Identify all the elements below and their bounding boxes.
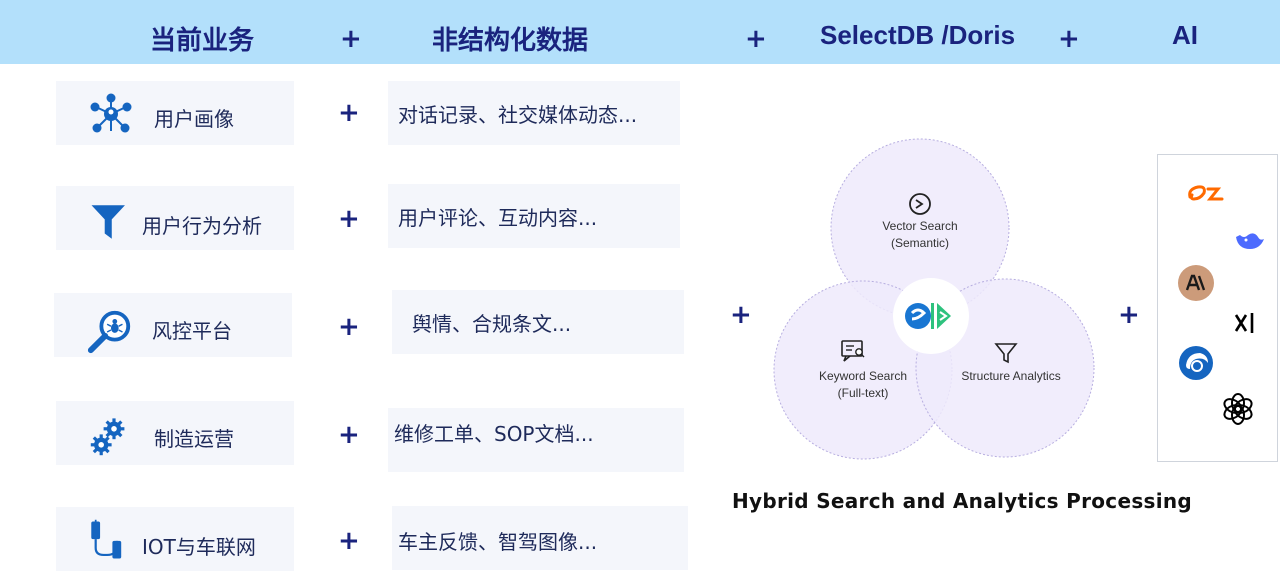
magnifier-bug-icon xyxy=(87,310,131,354)
business-card-behavior-analysis: 用户行为分析 xyxy=(56,186,294,250)
data-label: 对话记录、社交媒体动态... xyxy=(398,103,638,127)
vector-search-icon xyxy=(909,193,931,215)
header-current-business: 当前业务 xyxy=(150,26,255,56)
keyword-search-icon xyxy=(841,340,865,362)
data-label: 用户评论、互动内容... xyxy=(398,206,598,230)
header-ai: AI xyxy=(1172,20,1198,50)
vector-search-subtitle: (Semantic) xyxy=(891,236,949,250)
data-card-5: 车主反馈、智驾图像... xyxy=(392,506,688,570)
cable-plug-icon xyxy=(91,519,122,559)
business-label: 风控平台 xyxy=(152,319,232,343)
data-label: 车主反馈、智驾图像... xyxy=(398,530,598,554)
deepseek-logo xyxy=(1236,233,1264,249)
data-card-2: 用户评论、互动内容... xyxy=(388,184,680,248)
business-label: 用户行为分析 xyxy=(142,214,262,238)
row-plus-5: + xyxy=(338,526,360,556)
header-plus-2: + xyxy=(745,24,767,54)
vector-search-circle xyxy=(830,138,1010,318)
row-plus-4: + xyxy=(338,420,360,450)
anthropic-logo xyxy=(1178,265,1214,301)
keyword-search-title: Keyword Search xyxy=(819,369,907,383)
xai-logo xyxy=(1234,313,1254,333)
alibaba-logo xyxy=(1188,185,1224,201)
header-selectdb-doris: SelectDB /Doris xyxy=(820,20,1016,50)
data-label: 舆情、合规条文... xyxy=(412,312,572,336)
data-card-4: 维修工单、SOP文档... xyxy=(388,408,684,472)
openai-logo xyxy=(1223,393,1253,425)
user-network-icon xyxy=(90,93,132,133)
row-plus-3: + xyxy=(338,312,360,342)
data-card-1: 对话记录、社交媒体动态... xyxy=(388,81,680,145)
business-label: 用户画像 xyxy=(154,107,234,131)
hybrid-search-venn-diagram: Vector Search (Semantic) Keyword Search … xyxy=(773,138,1095,460)
header-bar: 当前业务 + 非结构化数据 + SelectDB /Doris + AI xyxy=(0,0,1280,64)
data-card-3: 舆情、合规条文... xyxy=(392,290,684,354)
gears-icon xyxy=(90,418,125,456)
plus-before-ai: + xyxy=(1118,300,1140,330)
business-card-risk-platform: 风控平台 xyxy=(54,293,292,357)
header-plus-3: + xyxy=(1058,24,1080,54)
ai-models-panel xyxy=(1157,154,1278,462)
header-unstructured-data: 非结构化数据 xyxy=(432,26,589,56)
vector-search-title: Vector Search xyxy=(882,219,957,233)
business-card-manufacturing: 制造运营 xyxy=(56,401,294,465)
doubao-logo xyxy=(1179,346,1213,380)
plus-before-venn: + xyxy=(730,300,752,330)
business-card-user-profile: 用户画像 xyxy=(56,81,294,145)
data-label: 维修工单、SOP文档... xyxy=(394,422,594,446)
selectdb-doris-logo xyxy=(893,278,969,354)
structure-analytics-title: Structure Analytics xyxy=(961,369,1060,383)
funnel-icon xyxy=(91,205,125,239)
row-plus-2: + xyxy=(338,204,360,234)
business-card-iot: IOT与车联网 xyxy=(56,507,294,571)
keyword-search-subtitle: (Full-text) xyxy=(838,386,889,400)
business-label: 制造运营 xyxy=(154,427,234,451)
filter-icon xyxy=(994,343,1018,364)
header-plus-1: + xyxy=(340,24,362,54)
business-label: IOT与车联网 xyxy=(142,535,256,559)
hybrid-search-title: Hybrid Search and Analytics Processing xyxy=(732,489,1193,513)
row-plus-1: + xyxy=(338,98,360,128)
